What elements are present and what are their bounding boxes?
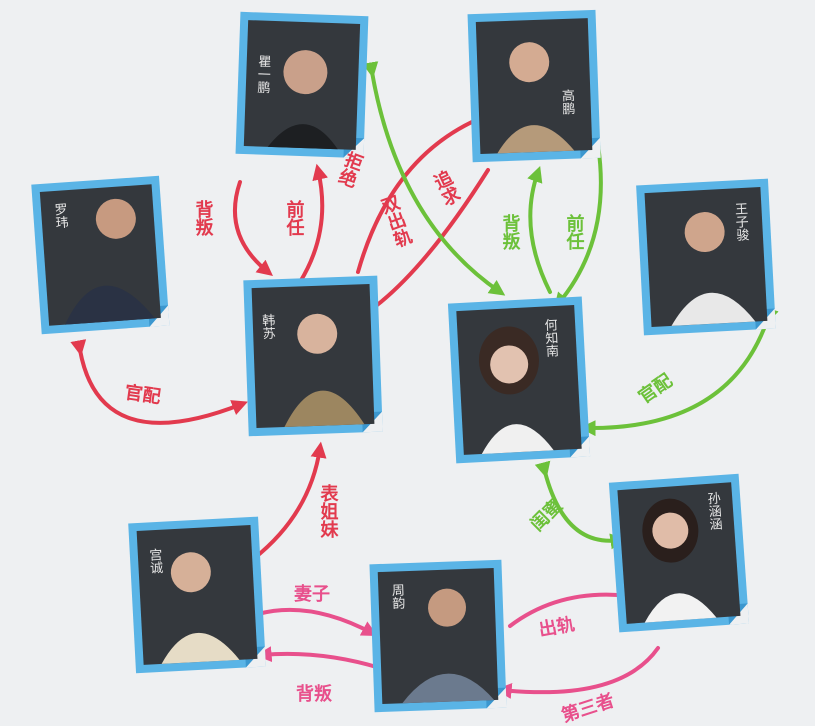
portrait-body (671, 292, 756, 326)
portrait-body (284, 390, 365, 428)
portrait-face (428, 588, 467, 627)
portrait-face (490, 345, 529, 384)
card-luo-wei: 罗玮 (31, 175, 170, 335)
portrait-body (497, 125, 575, 154)
label-gong-han-cousin: 表姐妹 (318, 483, 340, 539)
label-gao-he-ex: 前任 (564, 213, 586, 251)
portrait-face (509, 42, 550, 83)
portrait-photo (251, 283, 375, 428)
portrait-photo (644, 187, 768, 327)
label-pursue: 追求 (428, 167, 463, 210)
card-he-zhinan: 何知南 (447, 296, 591, 464)
name-wang-zijun: 王子骏 (732, 202, 750, 242)
label-he-sun-bestie: 闺蜜 (526, 495, 567, 536)
arrow-cousin (239, 441, 327, 573)
arrow-wife (256, 607, 378, 637)
portrait-photo (475, 18, 593, 154)
portrait-body (402, 673, 495, 704)
portrait-face (652, 512, 689, 549)
arrow-back-zhou-to-gong (255, 646, 382, 670)
name-gao-peng: 高鹏 (559, 88, 575, 117)
label-gao-he-back: 背叛 (500, 213, 521, 251)
label-third-party: 第三者 (559, 689, 617, 726)
portrait-face (283, 50, 328, 95)
label-qu-han-ex: 前任 (284, 199, 306, 237)
name-gong-cheng: 宫诚 (146, 548, 163, 576)
label-wife: 妻子 (294, 584, 330, 605)
label-double-cheat: 双出轨 (376, 192, 414, 251)
portrait-photo (377, 568, 499, 704)
label-luo-han-official: 官配 (123, 381, 162, 408)
name-luo-wei: 罗玮 (51, 202, 68, 229)
arrow-official-luo-han (70, 339, 248, 425)
label-cheat: 出轨 (537, 613, 576, 641)
portrait-body (267, 124, 338, 150)
name-han-su: 韩苏 (259, 313, 275, 340)
arrow-official-wang-he (579, 306, 779, 437)
arrow-back-qu-to-han (232, 180, 273, 277)
label-he-wang-official: 官配 (634, 369, 676, 408)
card-gong-cheng: 宫诚 (128, 516, 266, 674)
name-he-zhinan: 何知南 (541, 317, 559, 358)
label-gong-zhou-back: 背叛 (296, 683, 332, 705)
portrait-face (684, 212, 725, 253)
card-sun-hanhan: 孙涵涵 (608, 473, 750, 633)
arrow-ex-han-to-qu (298, 163, 328, 284)
card-zhou-yun: 周韵 (369, 559, 507, 713)
arrow-ex-gao-to-he (553, 143, 603, 309)
name-zhou-yun: 周韵 (389, 583, 405, 610)
portrait-body (65, 285, 155, 325)
arrow-cheat (508, 586, 637, 628)
arrow-bestie (534, 460, 627, 550)
arrow-third-party (495, 646, 660, 699)
portrait-face (297, 313, 338, 354)
card-qu-yipeng: 瞿一鹏 (235, 11, 369, 159)
portrait-body (481, 424, 554, 454)
portrait-face (95, 198, 136, 239)
portrait-photo (136, 525, 258, 665)
card-han-su: 韩苏 (243, 275, 383, 437)
portrait-face (170, 552, 211, 593)
name-sun-hanhan: 孙涵涵 (704, 491, 722, 531)
arrow-reject (356, 110, 494, 274)
arrow-double-cheat (362, 61, 506, 296)
portrait-body (644, 593, 717, 623)
name-qu-yipeng: 瞿一鹏 (254, 54, 271, 95)
card-wang-zijun: 王子骏 (636, 178, 776, 336)
arrow-back-he-to-gao (527, 165, 552, 294)
portrait-body (161, 633, 240, 664)
label-qu-han-back: 背叛 (193, 199, 214, 237)
arrow-pursue (356, 168, 490, 320)
card-gao-peng: 高鹏 (467, 9, 601, 163)
